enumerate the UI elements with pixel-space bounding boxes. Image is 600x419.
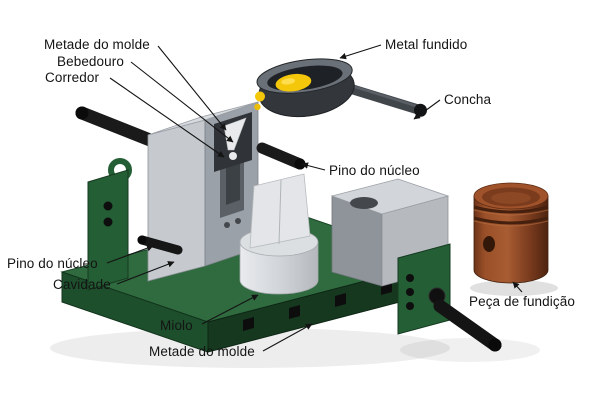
label-core-pin-right: Pino do núcleo <box>329 163 420 178</box>
molten-metal <box>254 73 312 111</box>
core-pin-left <box>137 235 183 255</box>
ladle <box>254 58 427 118</box>
core-piece <box>239 173 319 295</box>
rod-left <box>75 106 157 147</box>
label-cast-part: Peça de fundição <box>469 294 575 309</box>
label-runner: Corredor <box>45 70 100 85</box>
ground-shadows <box>50 280 558 368</box>
rod-right <box>433 299 502 352</box>
label-molten-metal: Metal fundido <box>385 37 468 52</box>
label-sprue: Bebedouro <box>57 54 124 69</box>
left-clamp <box>87 158 132 291</box>
right-clamp <box>397 243 451 335</box>
ladle-handle <box>347 84 424 115</box>
label-mold-half-top: Metade do molde <box>44 37 150 52</box>
core-pin-right <box>256 142 306 170</box>
label-core: Miolo <box>160 318 193 333</box>
label-mold-half-bottom: Metade do molde <box>149 344 255 359</box>
label-ladle: Concha <box>444 92 492 107</box>
label-core-pin-left: Pino do núcleo <box>7 256 98 271</box>
leader-lines <box>106 44 523 352</box>
casting-piece <box>473 182 549 284</box>
mold-half-left <box>147 101 259 282</box>
label-cavity: Cavidade <box>53 277 111 292</box>
